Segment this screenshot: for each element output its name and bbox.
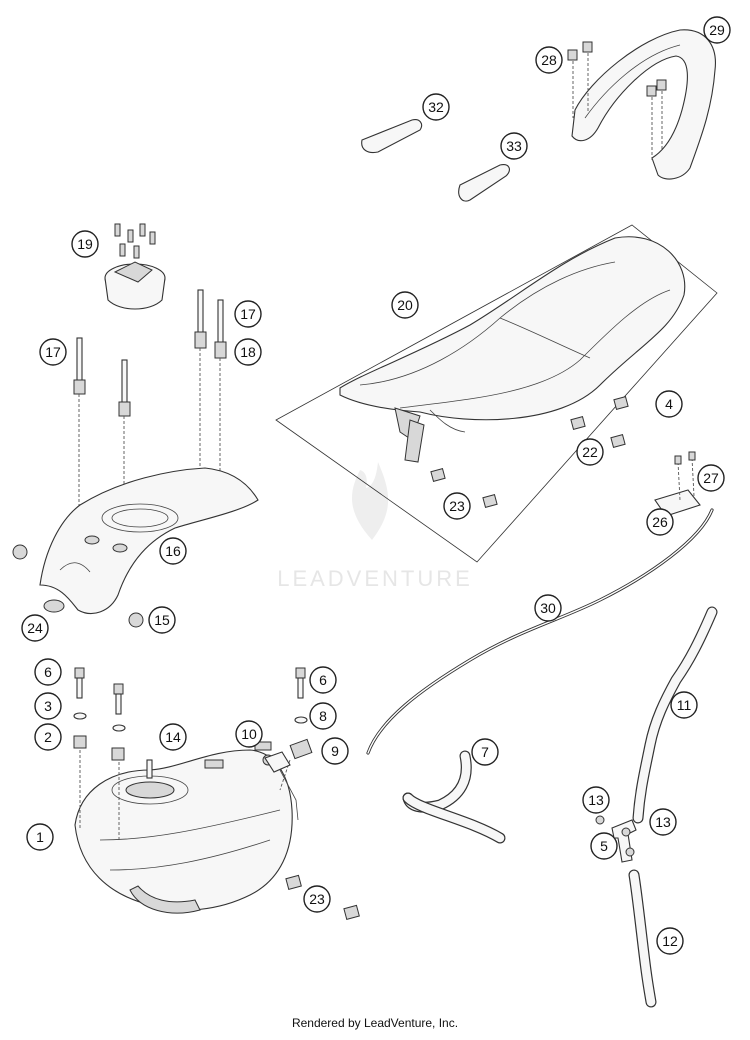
callout-17-right: 17 xyxy=(234,300,262,328)
watermark-logo-icon xyxy=(351,462,389,540)
svg-text:20: 20 xyxy=(397,297,413,313)
svg-text:23: 23 xyxy=(449,498,465,514)
callout-26: 26 xyxy=(646,508,674,536)
callout-9: 9 xyxy=(321,737,349,765)
callout-30: 30 xyxy=(534,594,562,622)
cap-screws xyxy=(114,223,156,259)
svg-text:23: 23 xyxy=(309,891,325,907)
fuel-tank-part xyxy=(74,741,293,914)
svg-text:28: 28 xyxy=(541,52,557,68)
hose-7 xyxy=(402,750,506,844)
svg-text:6: 6 xyxy=(44,664,52,680)
hose-fittings xyxy=(595,815,637,863)
side-covers xyxy=(361,119,510,202)
hose-11 xyxy=(632,606,718,824)
callout-13-left: 13 xyxy=(582,786,610,814)
svg-text:4: 4 xyxy=(665,396,673,412)
seat-group-frame xyxy=(275,224,718,563)
svg-text:27: 27 xyxy=(703,470,719,486)
svg-text:29: 29 xyxy=(709,22,725,38)
svg-text:16: 16 xyxy=(165,543,181,559)
callout-13-right: 13 xyxy=(649,808,677,836)
callout-3: 3 xyxy=(34,692,62,720)
svg-text:6: 6 xyxy=(319,672,327,688)
callout-4: 4 xyxy=(655,390,683,418)
tank-cover-part xyxy=(39,467,259,614)
svg-text:22: 22 xyxy=(582,444,598,460)
svg-text:17: 17 xyxy=(45,344,61,360)
svg-text:13: 13 xyxy=(655,814,671,830)
callout-29: 29 xyxy=(703,16,731,44)
callout-14: 14 xyxy=(159,723,187,751)
svg-text:17: 17 xyxy=(240,306,256,322)
svg-text:12: 12 xyxy=(662,933,678,949)
callout-15: 15 xyxy=(148,606,176,634)
callout-23-tank: 23 xyxy=(303,885,331,913)
callout-5: 5 xyxy=(590,832,618,860)
svg-text:24: 24 xyxy=(27,620,43,636)
svg-text:19: 19 xyxy=(77,236,93,252)
callout-33: 33 xyxy=(500,132,528,160)
hose-12 xyxy=(628,869,657,1008)
grab-handle-part xyxy=(567,29,716,180)
callout-18: 18 xyxy=(234,338,262,366)
svg-text:8: 8 xyxy=(319,708,327,724)
callout-27: 27 xyxy=(697,464,725,492)
footer-credit: Rendered by LeadVenture, Inc. xyxy=(291,1016,459,1030)
tank-bracket xyxy=(264,751,299,821)
callout-2: 2 xyxy=(34,723,62,751)
svg-text:30: 30 xyxy=(540,600,556,616)
cover-grommets xyxy=(12,544,144,628)
svg-text:18: 18 xyxy=(240,344,256,360)
callout-6-left: 6 xyxy=(34,658,62,686)
svg-text:1: 1 xyxy=(36,829,44,845)
watermark-text: LEADVENTURE xyxy=(277,566,473,591)
callout-7: 7 xyxy=(471,738,499,766)
callout-16: 16 xyxy=(159,537,187,565)
callout-28: 28 xyxy=(535,46,563,74)
fuel-cap-part xyxy=(104,223,166,310)
svg-text:14: 14 xyxy=(165,729,181,745)
svg-text:11: 11 xyxy=(677,697,692,713)
callout-11: 11 xyxy=(670,691,698,719)
callout-32: 32 xyxy=(422,93,450,121)
callouts: 1 2 3 4 5 6 6 7 8 9 10 11 12 13 13 14 15… xyxy=(21,16,731,955)
callout-20: 20 xyxy=(391,291,419,319)
svg-text:7: 7 xyxy=(481,744,489,760)
tank-cover-bolts xyxy=(73,289,227,540)
callout-23-seat: 23 xyxy=(443,492,471,520)
svg-text:2: 2 xyxy=(44,729,52,745)
callout-8: 8 xyxy=(309,702,337,730)
callout-1: 1 xyxy=(26,823,54,851)
seat-clips xyxy=(430,396,629,508)
callout-12: 12 xyxy=(656,927,684,955)
svg-text:13: 13 xyxy=(588,792,604,808)
svg-text:3: 3 xyxy=(44,698,52,714)
svg-text:5: 5 xyxy=(600,838,608,854)
svg-text:32: 32 xyxy=(428,99,444,115)
svg-text:26: 26 xyxy=(652,514,668,530)
tank-bolts xyxy=(73,667,313,840)
callout-22: 22 xyxy=(576,438,604,466)
callout-10: 10 xyxy=(235,720,263,748)
callout-17-left: 17 xyxy=(39,338,67,366)
callout-19: 19 xyxy=(71,230,99,258)
svg-text:33: 33 xyxy=(506,138,522,154)
watermark: LEADVENTURE xyxy=(277,462,473,591)
svg-text:15: 15 xyxy=(154,612,170,628)
svg-text:9: 9 xyxy=(331,743,339,759)
callout-6-right: 6 xyxy=(309,666,337,694)
svg-text:10: 10 xyxy=(241,726,257,742)
callout-24: 24 xyxy=(21,614,49,642)
seat-part xyxy=(339,236,686,463)
tank-clips xyxy=(285,874,360,920)
